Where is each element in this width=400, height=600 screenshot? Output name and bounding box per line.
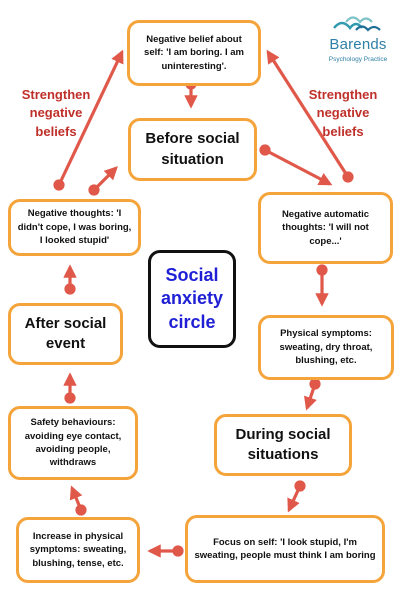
- node-negative-automatic-thoughts: Negative automatic thoughts: 'I will not…: [258, 192, 393, 264]
- node-before-text: Before social situation: [145, 130, 240, 168]
- arrow-after-to-thoughts: [63, 264, 77, 295]
- node-focus-text: Focus on self: 'I look stupid, I'm sweat…: [194, 536, 376, 561]
- arrow-during-to-focus: [287, 480, 306, 513]
- barends-logo: Barends Psychology Practice: [322, 10, 394, 70]
- center-title-text: Social anxiety circle: [160, 264, 224, 332]
- arrow-before-to-automatic: [259, 144, 333, 186]
- logo-name: Barends: [329, 36, 387, 53]
- arrow-focus-to-increase: [147, 544, 184, 558]
- arrow-safety-to-after: [63, 372, 77, 404]
- label-strengthen-left: Strengthen negative beliefs: [16, 86, 96, 141]
- node-negative-belief: Negative belief about self: 'I am boring…: [127, 20, 261, 86]
- node-safety-behaviours: Safety behaviours: avoiding eye contact,…: [8, 406, 138, 480]
- logo-subtitle: Psychology Practice: [328, 56, 388, 63]
- node-during-social-situations: During social situations: [214, 414, 352, 476]
- arrow-automatic-to-physical: [315, 264, 329, 307]
- node-negative-thoughts-text: Negative thoughts: 'I didn't cope, I was…: [17, 208, 132, 247]
- label-strengthen-left-text: Strengthen negative beliefs: [21, 87, 91, 139]
- node-focus-on-self: Focus on self: 'I look stupid, I'm sweat…: [185, 515, 385, 583]
- arrow-thoughts-to-before: [88, 166, 118, 196]
- node-negative-thoughts: Negative thoughts: 'I didn't cope, I was…: [8, 199, 141, 256]
- arrow-automatic-to-belief: [266, 49, 354, 183]
- label-strengthen-right: Strengthen negative beliefs: [300, 86, 386, 141]
- node-safety-text: Safety behaviours: avoiding eye contact,…: [24, 417, 122, 469]
- bird-icon: [333, 16, 381, 32]
- node-after-social-event: After social event: [8, 303, 123, 365]
- arrow-physical-to-during: [304, 378, 321, 411]
- node-before-social-situation: Before social situation: [128, 118, 257, 181]
- arrow-increase-to-safety: [69, 485, 87, 516]
- node-physical-text: Physical symptoms: sweating, dry throat,…: [279, 328, 373, 367]
- center-title: Social anxiety circle: [148, 250, 236, 348]
- node-negative-automatic-text: Negative automatic thoughts: 'I will not…: [281, 208, 370, 247]
- node-increase-text: Increase in physical symptoms: sweating,…: [29, 530, 127, 569]
- arrow-thoughts-to-belief: [53, 49, 124, 191]
- node-increase-physical: Increase in physical symptoms: sweating,…: [16, 517, 140, 583]
- node-after-text: After social event: [24, 314, 107, 352]
- label-strengthen-right-text: Strengthen negative beliefs: [308, 87, 378, 139]
- node-physical-symptoms: Physical symptoms: sweating, dry throat,…: [258, 315, 394, 380]
- node-during-text: During social situations: [235, 425, 331, 463]
- node-negative-belief-text: Negative belief about self: 'I am boring…: [144, 33, 244, 72]
